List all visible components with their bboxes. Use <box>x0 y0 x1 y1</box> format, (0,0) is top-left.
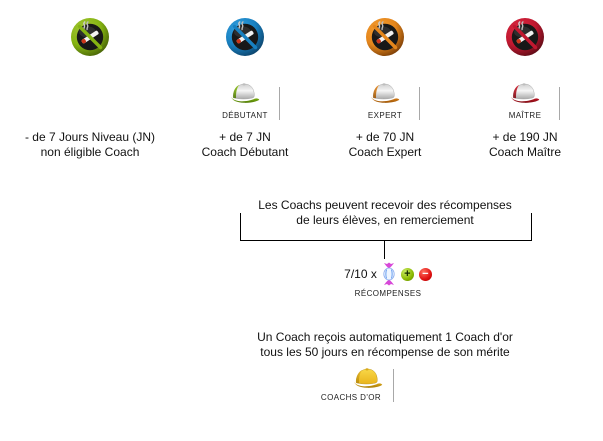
no-smoking-badge-orange-icon <box>366 18 404 56</box>
bracket-stem <box>384 240 385 259</box>
cap-group-expert: EXPERT <box>295 81 475 120</box>
plus-button[interactable]: + <box>400 267 414 281</box>
gold-cap-icon <box>354 368 383 388</box>
rewards-counter: 7/10 x <box>344 267 377 281</box>
bracket <box>240 213 532 241</box>
gold-coach-line2: tous les 50 jours en récompense de son m… <box>260 345 510 359</box>
no-smoking-badge-green-icon <box>71 18 109 56</box>
rewards-intro-line2: de leurs élèves, en remerciement <box>296 213 474 227</box>
level-text: + de 190 JN Coach Maître <box>435 130 603 160</box>
level-line2: non éligible Coach <box>40 145 140 159</box>
no-smoking-badge-blue-icon <box>226 18 264 56</box>
level-text: + de 70 JN Coach Expert <box>295 130 475 160</box>
cap-group-maitre: MAÎTRE <box>435 81 603 120</box>
cap-debutant-icon <box>231 83 260 103</box>
no-smoking-badge-red-icon <box>506 18 544 56</box>
level-text: - de 7 Jours Niveau (JN) non éligible Co… <box>0 130 180 160</box>
candy-icon <box>383 262 395 286</box>
minus-button[interactable]: − <box>418 267 432 281</box>
gold-coach-text: Un Coach reçois automatiquement 1 Coach … <box>235 330 535 360</box>
rewards-caption: RÉCOMPENSES <box>354 289 422 298</box>
divider <box>559 87 560 120</box>
cap-label: DÉBUTANT <box>222 111 268 120</box>
level-line1: + de 190 JN <box>492 130 558 144</box>
divider <box>419 87 420 120</box>
level-line2: Coach Débutant <box>201 145 289 159</box>
gold-coach-caption: COACHS D'OR <box>320 393 382 402</box>
cap-label: MAÎTRE <box>508 111 542 120</box>
cap-group-debutant: DÉBUTANT <box>155 81 335 120</box>
level-text: + de 7 JN Coach Débutant <box>155 130 335 160</box>
cap-expert-icon <box>371 83 400 103</box>
level-line2: Coach Maître <box>488 145 562 159</box>
cap-label: EXPERT <box>367 111 403 120</box>
level-line1: + de 7 JN <box>219 130 271 144</box>
level-line2: Coach Expert <box>348 145 422 159</box>
divider <box>279 87 280 120</box>
rewards-intro-line1: Les Coachs peuvent recevoir des récompen… <box>258 198 512 212</box>
gold-coach-line1: Un Coach reçois automatiquement 1 Coach … <box>257 330 513 344</box>
level-line1: + de 70 JN <box>355 130 415 144</box>
rewards-intro: Les Coachs peuvent recevoir des récompen… <box>235 198 535 228</box>
divider <box>393 369 394 402</box>
cap-maitre-icon <box>511 83 540 103</box>
reward-row: 7/10 x + − <box>303 261 473 287</box>
level-line1: - de 7 Jours Niveau (JN) <box>24 130 156 144</box>
